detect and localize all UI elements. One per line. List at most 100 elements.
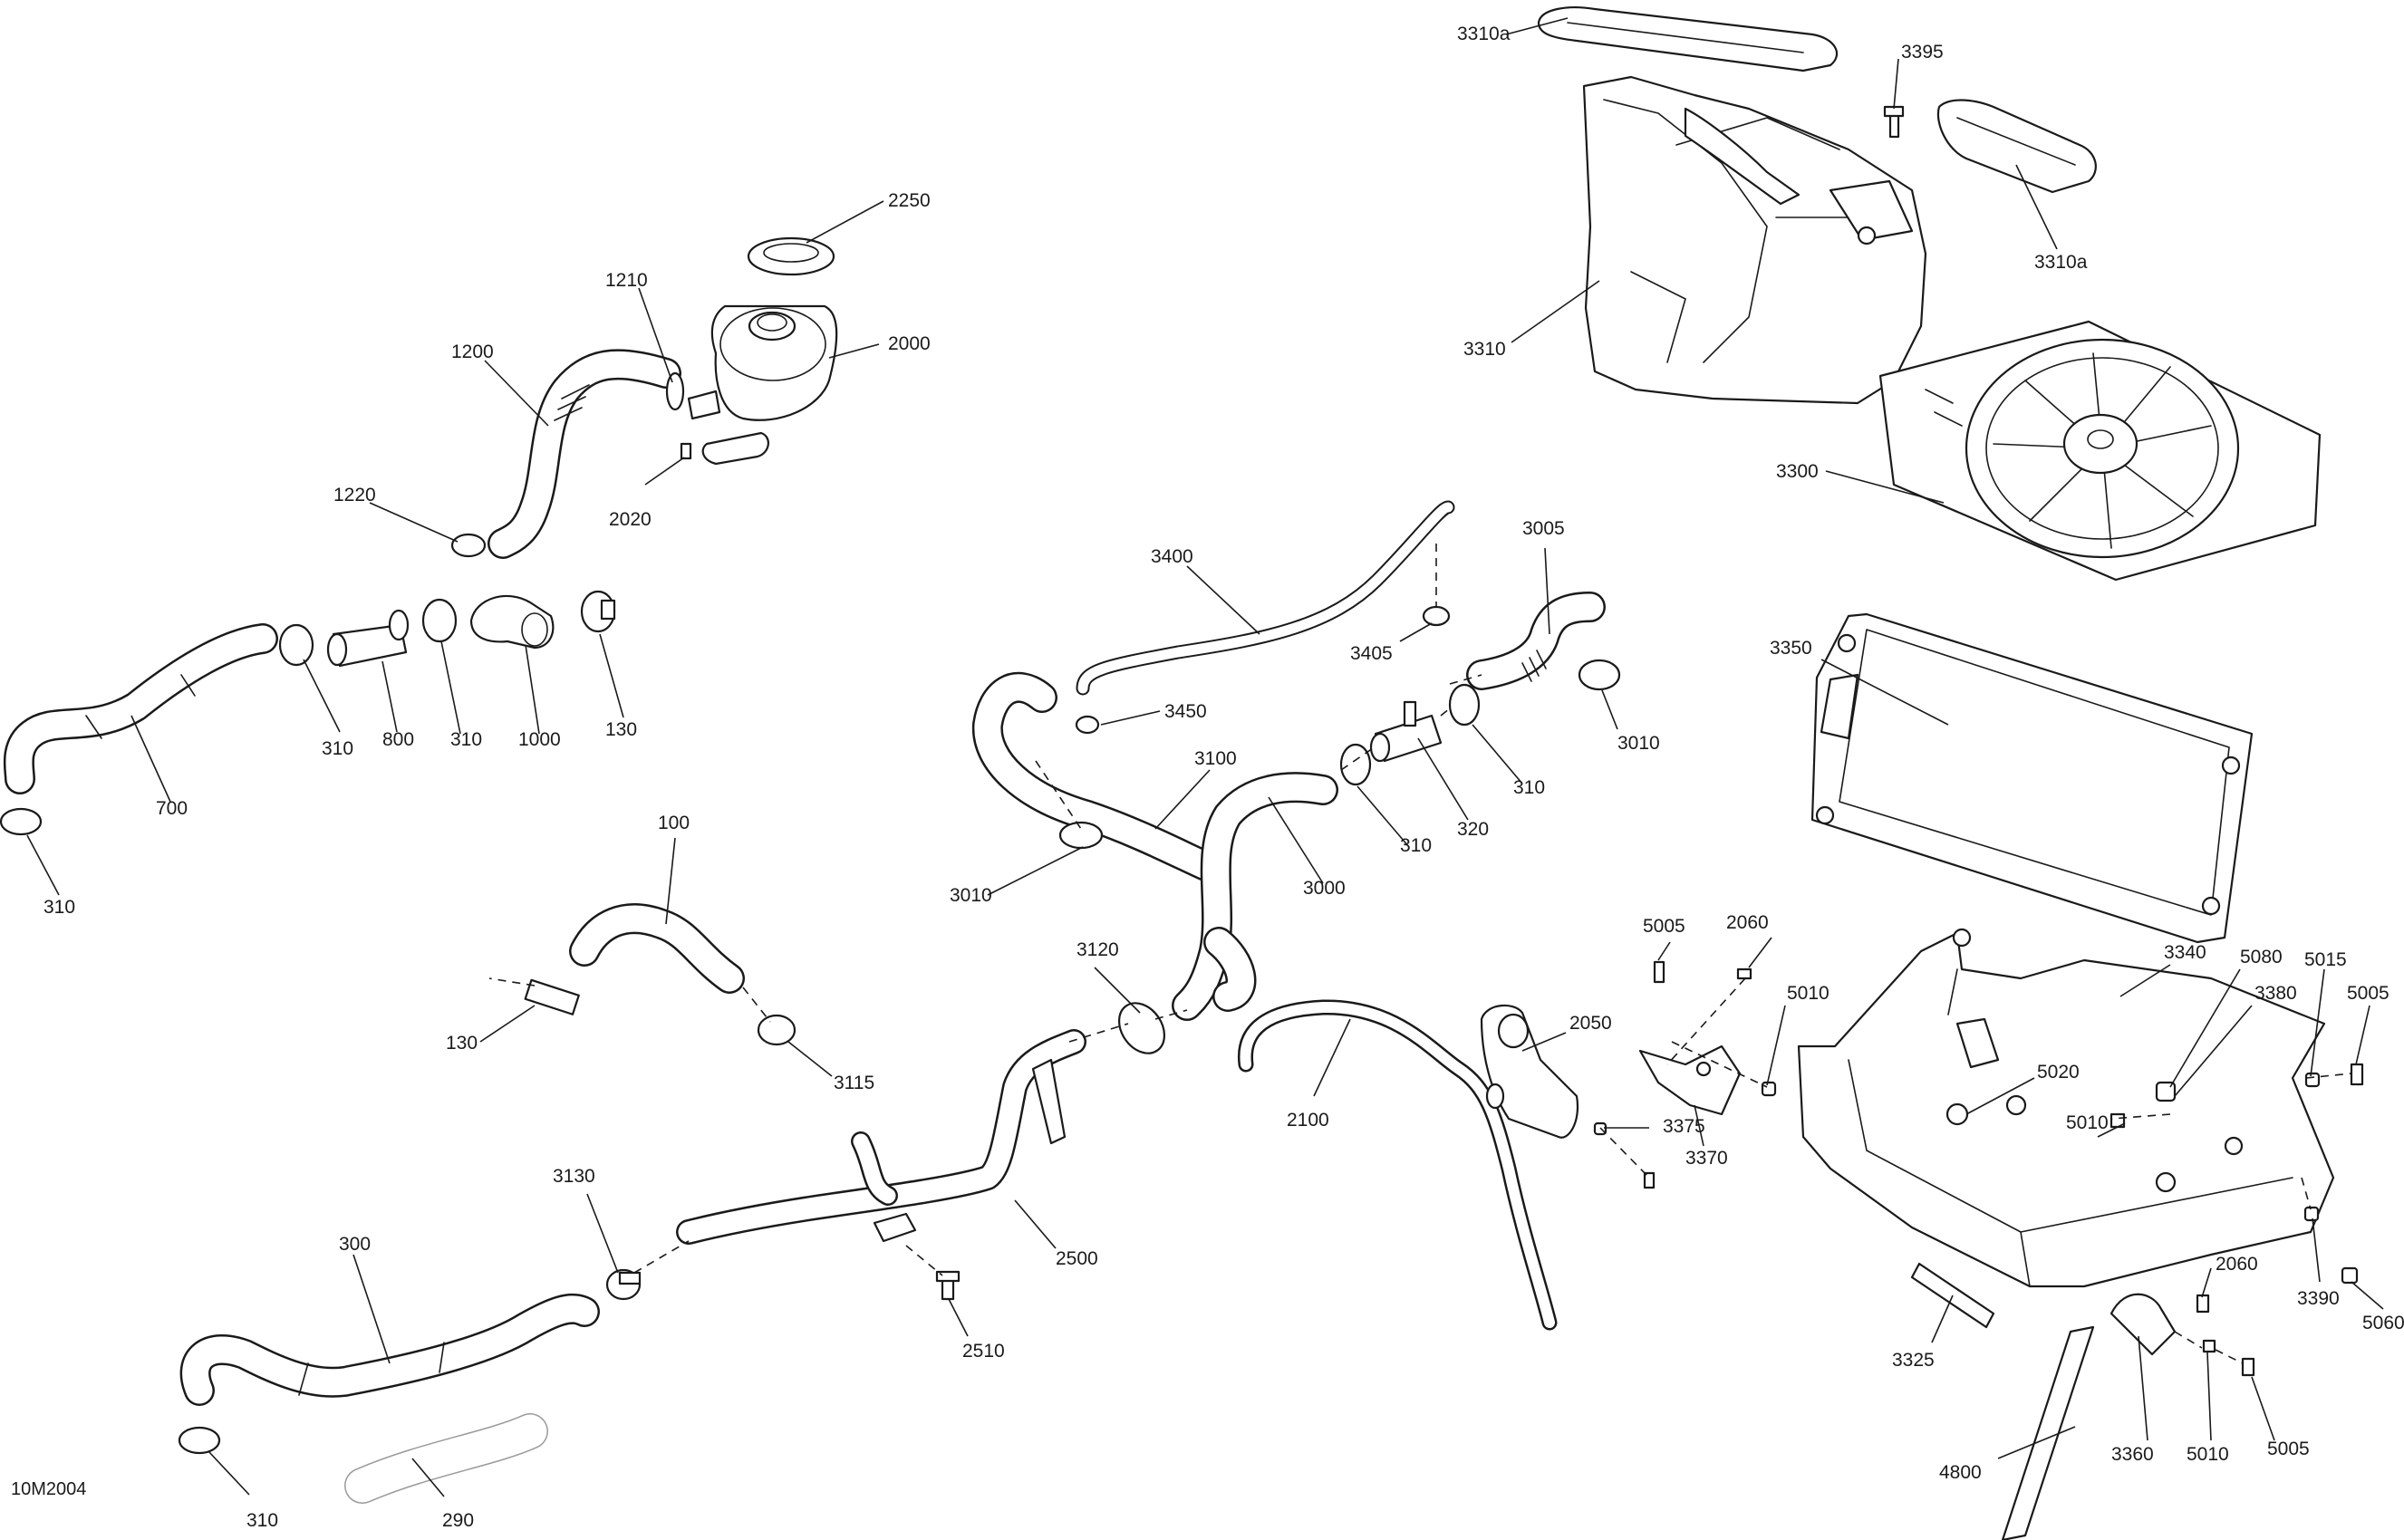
- callout-3450: 3450: [1164, 701, 1207, 722]
- drawing-code: 10M2004: [11, 1479, 86, 1499]
- hose-clamp-130-mid: [524, 978, 580, 1015]
- callout-2500: 2500: [1056, 1248, 1098, 1269]
- callout-1000: 1000: [518, 729, 561, 750]
- callout-3375: 3375: [1663, 1116, 1705, 1137]
- duct-seal-3310a-right: [1936, 99, 2097, 194]
- connector-800: [326, 609, 410, 668]
- callout-2050: 2050: [1569, 1013, 1612, 1034]
- deflector-4800: [2001, 1325, 2095, 1540]
- callout-3100: 3100: [1194, 748, 1237, 769]
- hose-100: [569, 903, 745, 994]
- duct-seal-3310a-top: [1537, 6, 1839, 72]
- callout-310-e: 310: [1513, 777, 1545, 798]
- callout-3300: 3300: [1776, 461, 1819, 482]
- callout-5010-a: 5010: [1787, 983, 1830, 1004]
- radiator-support-3340: [1797, 928, 2335, 1288]
- callout-3390: 3390: [2297, 1288, 2340, 1309]
- air-intake-housing-3310: [1582, 75, 1927, 405]
- callout-3115: 3115: [834, 1073, 874, 1093]
- callout-3010-b: 3010: [1617, 733, 1660, 754]
- callout-3380: 3380: [2254, 983, 2297, 1004]
- callout-3010-a: 3010: [950, 885, 992, 906]
- callout-3005: 3005: [1522, 518, 1565, 539]
- clamp-3450: [1075, 715, 1100, 735]
- callout-310-b: 310: [450, 729, 482, 750]
- connector-320: [1369, 700, 1443, 763]
- hose-clamp-3115: [757, 1014, 797, 1046]
- reservoir-hose-1200: [488, 349, 681, 559]
- hose-clamp-310-mid: [421, 598, 458, 643]
- callout-1220: 1220: [333, 485, 376, 505]
- callout-800: 800: [382, 729, 414, 750]
- callout-310-f: 310: [246, 1510, 278, 1531]
- callout-5080: 5080: [2240, 947, 2283, 967]
- callout-3370: 3370: [1685, 1148, 1728, 1169]
- callout-3360: 3360: [2111, 1444, 2154, 1465]
- callout-2250: 2250: [888, 190, 931, 211]
- bracket-3360: [2110, 1293, 2177, 1356]
- hose-clamp-3010-right: [1578, 659, 1621, 691]
- screw-3395: [1883, 105, 1905, 139]
- hose-700: [3, 623, 278, 794]
- bleed-tube-2100: [1237, 999, 1558, 1331]
- callout-5015: 5015: [2304, 949, 2347, 970]
- callout-5010-b: 5010: [2066, 1112, 2109, 1133]
- callout-300: 300: [339, 1234, 371, 1255]
- hose-clamp-3010-left: [1058, 821, 1104, 850]
- callout-2020: 2020: [609, 509, 652, 530]
- callout-1210: 1210: [605, 270, 648, 291]
- callout-310-c: 310: [43, 897, 75, 918]
- callout-5005-b: 5005: [2347, 983, 2390, 1004]
- callout-labels: 3310a 3395 3310a 3310 2250 1210 1200 200…: [11, 24, 2404, 1531]
- callout-3395: 3395: [1901, 42, 1944, 63]
- callout-2510: 2510: [962, 1341, 1005, 1362]
- callout-3310: 3310: [1463, 339, 1506, 360]
- hardware-fasteners: [1593, 960, 2364, 1377]
- assembly-lines: [488, 544, 2352, 1364]
- screw-2020: [680, 442, 692, 460]
- callout-290: 290: [442, 1510, 474, 1531]
- callout-5005-c: 5005: [2267, 1439, 2310, 1459]
- leader-lines: [26, 17, 2384, 1497]
- elbow-1000: [469, 594, 555, 650]
- bleed-tube-3400: [1076, 500, 1455, 696]
- coolant-reservoir-2000: [687, 304, 838, 466]
- callout-2060-b: 2060: [2216, 1254, 2258, 1275]
- callout-5010-c: 5010: [2187, 1444, 2229, 1465]
- callout-320: 320: [1457, 819, 1489, 840]
- callout-3000: 3000: [1303, 878, 1346, 899]
- callout-310-d: 310: [1400, 835, 1432, 856]
- bleeder-fitting-2050: [1480, 1004, 1579, 1139]
- callout-4800: 4800: [1939, 1462, 1982, 1483]
- callout-2000: 2000: [888, 333, 931, 354]
- callout-3130: 3130: [553, 1166, 595, 1187]
- hose-clamp-310-left: [278, 623, 314, 667]
- callout-130-a: 130: [605, 719, 637, 740]
- clamp-3405: [1422, 605, 1451, 627]
- callout-3405: 3405: [1350, 643, 1393, 664]
- callout-3340: 3340: [2164, 942, 2206, 963]
- coolant-pipe-2500: [676, 1029, 1086, 1245]
- screw-2510: [935, 1270, 961, 1301]
- callout-310-a: 310: [322, 738, 353, 759]
- hose-clamp-310-d: [1339, 743, 1372, 786]
- callout-3350: 3350: [1770, 638, 1812, 659]
- callout-2060-a: 2060: [1726, 912, 1769, 933]
- radiator-cap-2250: [747, 236, 835, 276]
- bracket-3370: [1638, 1044, 1742, 1116]
- hose-300: [179, 1293, 600, 1406]
- grommet-3120: [1117, 1002, 1166, 1054]
- callout-1200: 1200: [451, 342, 494, 362]
- hose-clamp-310-c: [1448, 683, 1481, 727]
- callout-2100: 2100: [1287, 1110, 1329, 1131]
- callout-5005-a: 5005: [1643, 916, 1685, 937]
- hose-clamp-1210: [665, 371, 685, 411]
- callout-700: 700: [156, 798, 188, 819]
- callout-5060: 5060: [2362, 1313, 2404, 1333]
- callout-5020: 5020: [2037, 1062, 2080, 1083]
- radiator-3350: [1810, 612, 2254, 944]
- hose-clamp-130-top: [580, 590, 616, 633]
- hose-3005: [1466, 592, 1606, 690]
- callout-3325: 3325: [1892, 1350, 1935, 1371]
